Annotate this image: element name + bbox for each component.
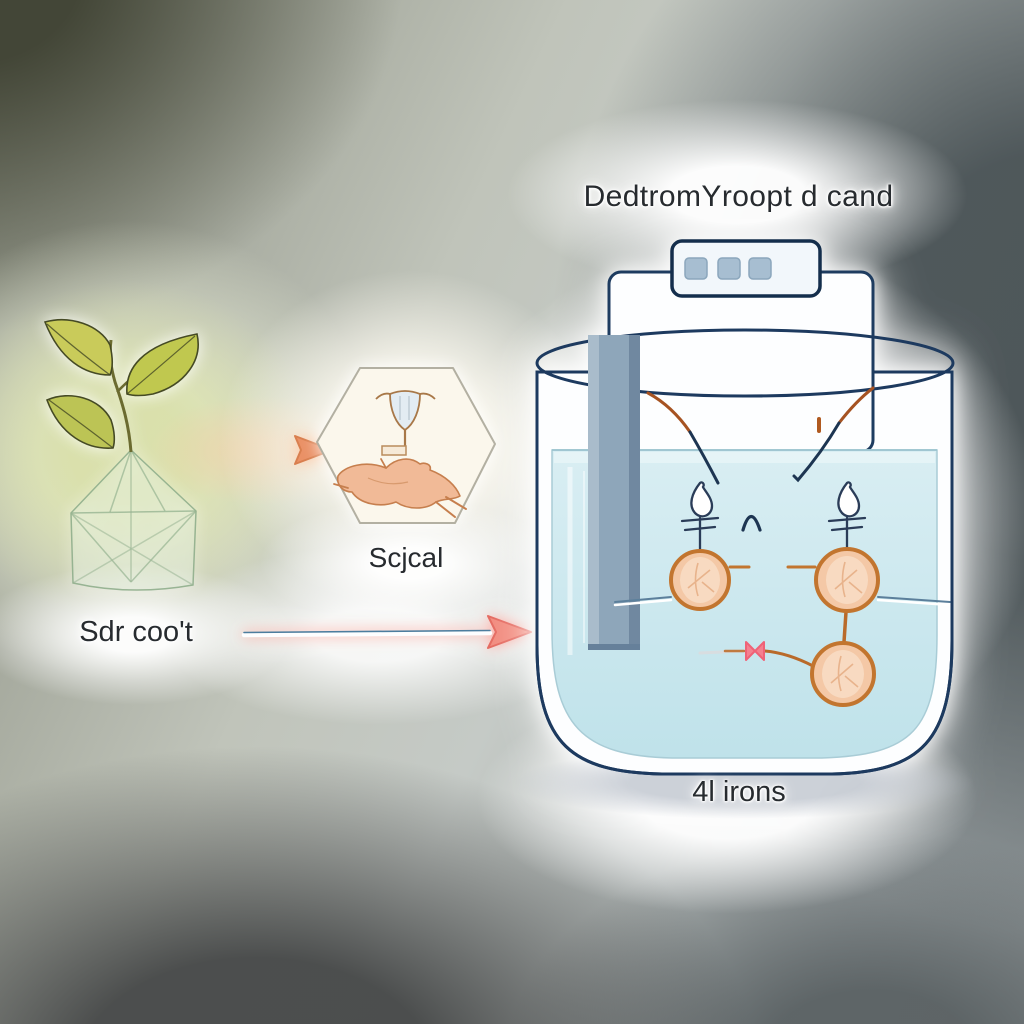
animal-icon bbox=[333, 458, 467, 518]
ion-particle-icon bbox=[669, 549, 731, 611]
diagram-title: DedtromYroopt d cand bbox=[583, 180, 894, 213]
wire-right-icon bbox=[792, 386, 875, 483]
arc-icon bbox=[741, 514, 762, 532]
plant-sprout-icon bbox=[43, 318, 199, 453]
power-supply-icon bbox=[607, 270, 875, 454]
plant-label: Sdr coo't bbox=[79, 616, 193, 648]
animal-badge-icon bbox=[316, 367, 496, 524]
balloon-marker-icon bbox=[680, 481, 720, 553]
balloon-marker-icon bbox=[827, 481, 867, 551]
connector-lines bbox=[613, 596, 952, 607]
ion-links bbox=[698, 565, 848, 668]
plant-illustration bbox=[43, 318, 199, 591]
flow-arrow-icon bbox=[241, 615, 532, 649]
wire-left-icon bbox=[646, 391, 720, 485]
ion-particle-icon bbox=[814, 547, 880, 613]
valve-icon bbox=[745, 641, 765, 661]
beaker-illustration bbox=[515, 239, 975, 819]
ion-particle-icon bbox=[810, 641, 876, 707]
indicator-squares-icon bbox=[670, 239, 822, 298]
terrarium-wireframe-icon bbox=[70, 448, 197, 591]
beaker-rim bbox=[535, 328, 955, 398]
beaker-label: 4l irons bbox=[692, 776, 786, 808]
goblet-icon bbox=[375, 390, 436, 456]
hexagon-label: Scjcal bbox=[368, 542, 444, 573]
electrode-icon bbox=[588, 335, 640, 650]
